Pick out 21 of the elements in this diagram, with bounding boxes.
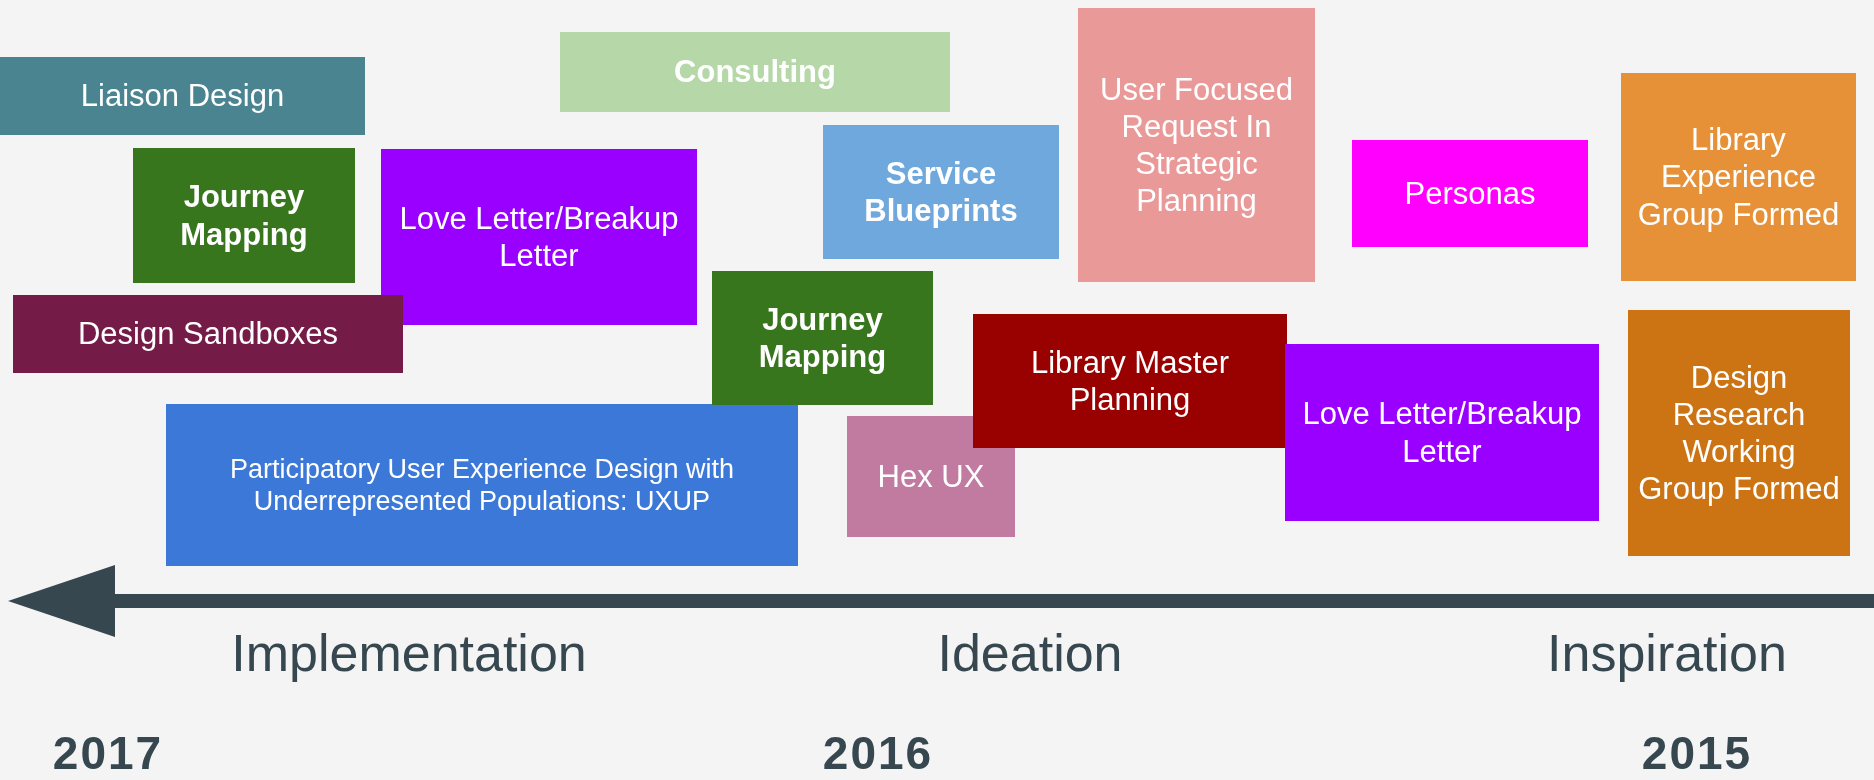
activity-box: Service Blueprints bbox=[823, 125, 1059, 259]
activity-box: Love Letter/Breakup Letter bbox=[1285, 344, 1599, 521]
activity-box: Design Research Working Group Formed bbox=[1628, 310, 1850, 556]
activity-box: Library Master Planning bbox=[973, 314, 1287, 448]
activity-box: Journey Mapping bbox=[712, 271, 933, 405]
activity-box: Liaison Design bbox=[0, 57, 365, 135]
activity-box: Hex UX bbox=[847, 416, 1015, 537]
phase-label: Implementation bbox=[231, 623, 587, 683]
year-label: 2016 bbox=[822, 726, 934, 780]
activity-box: Library Experience Group Formed bbox=[1621, 73, 1856, 281]
activity-box: Participatory User Experience Design with Underrepresented Populations: UXUP bbox=[166, 404, 798, 566]
year-label: 2015 bbox=[1641, 726, 1753, 780]
activity-box: Personas bbox=[1352, 140, 1588, 247]
activity-box: Journey Mapping bbox=[133, 148, 355, 283]
activity-box: User Focused Request In Strategic Planning bbox=[1078, 8, 1315, 282]
activity-box: Love Letter/Breakup Letter bbox=[381, 149, 697, 325]
activity-box: Design Sandboxes bbox=[13, 295, 403, 373]
phase-label: Ideation bbox=[937, 623, 1123, 683]
year-label: 2017 bbox=[52, 726, 164, 780]
phase-label: Inspiration bbox=[1547, 623, 1787, 683]
activity-box: Consulting bbox=[560, 32, 950, 112]
